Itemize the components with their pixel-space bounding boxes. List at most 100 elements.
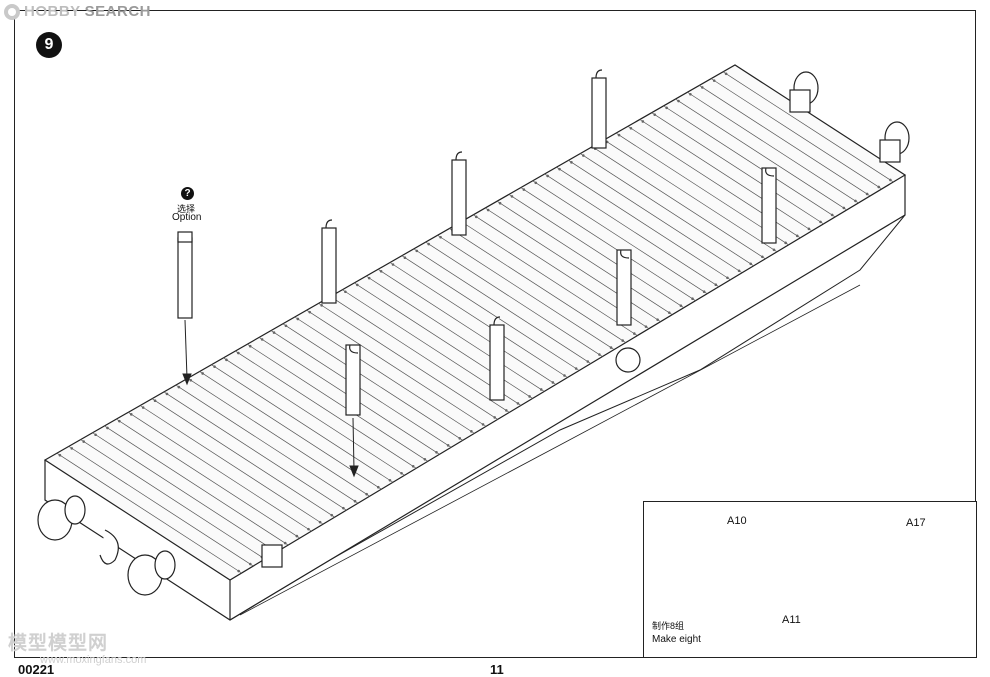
deck-rivet (458, 437, 462, 440)
deck-plank-line (247, 343, 429, 462)
deck-rivet (106, 426, 109, 430)
deck-plank-line (306, 309, 487, 427)
deck-rivet (388, 478, 392, 482)
deck-plank-line (235, 350, 417, 469)
stake-3 (591, 69, 607, 149)
deck-rivet (819, 220, 822, 224)
deck-rivet (439, 235, 442, 239)
option-badge: ? (181, 187, 194, 200)
deck-rivet (714, 283, 718, 287)
deck-rivets (58, 72, 892, 573)
deck-rivet (522, 188, 526, 191)
deck-plank-line (651, 112, 824, 225)
deck-plank-line (699, 85, 871, 197)
deck-rivet (677, 99, 680, 103)
deck-rivet (653, 113, 657, 116)
step-number-badge: 9 (36, 32, 62, 58)
deck-rivet (854, 199, 857, 203)
deck-rivet (423, 457, 427, 461)
deck-plank-line (175, 384, 359, 504)
deck-rivet (574, 367, 578, 370)
deck-plank-line (508, 194, 685, 308)
deck-rivet (865, 192, 869, 196)
deck-planks (56, 71, 894, 574)
deck-rivet (94, 433, 97, 437)
part-label-a11: A11 (782, 614, 801, 626)
hazard-plate (261, 544, 283, 568)
deck-plank-line (639, 119, 813, 232)
deck-rivet (842, 206, 846, 210)
deck-rivet (283, 541, 287, 545)
deck-plank-line (139, 405, 324, 525)
deck-plank-line (56, 452, 242, 574)
deck-rivet (470, 430, 473, 433)
deck-plank-line (294, 316, 475, 434)
stake-2 (451, 151, 467, 236)
part-label-a10: A10 (727, 515, 747, 527)
watermark-text: 模型模型网 (8, 633, 109, 654)
deck-plank-line (532, 180, 708, 295)
deck-rivet (356, 283, 359, 287)
logo-icon (4, 3, 20, 20)
deck-plank-line (377, 269, 557, 385)
deck-rivet (498, 201, 502, 205)
deck-rivet (795, 234, 799, 238)
deck-plank-line (401, 255, 580, 371)
deck-rivet (201, 372, 204, 375)
deck-rivet (260, 338, 264, 341)
deck-plank-line (520, 187, 696, 301)
deck-rivet (248, 344, 252, 348)
deck-rivet (679, 304, 683, 307)
deck-rivet (629, 126, 633, 130)
deck-plank-line (461, 221, 638, 336)
logo-text-search: SEARCH (84, 3, 152, 20)
deck-rivet (177, 385, 181, 389)
deck-rivet (165, 392, 169, 396)
deck-rivet (189, 378, 193, 382)
deck-rivet (118, 419, 121, 423)
deck-rivet (272, 331, 276, 334)
deck-rivet (609, 346, 613, 349)
center-emblem (615, 347, 641, 373)
stake-1 (321, 219, 337, 304)
deck-rivet (237, 351, 240, 355)
deck-rivet (400, 471, 403, 475)
deck-rivet (486, 208, 490, 212)
option-insert-arrow (184, 319, 188, 379)
deck-rivet (749, 262, 753, 266)
deck-rivet (641, 120, 645, 123)
deck-plank-line (223, 357, 405, 476)
deck-plank-line (80, 439, 266, 560)
stake-6 (616, 249, 632, 326)
part-label-a17: A17 (906, 517, 926, 529)
deck-rivet (295, 534, 299, 538)
deck-rivet (493, 416, 496, 419)
kit-code: 00221 (18, 662, 55, 677)
deck-rivet (516, 402, 520, 405)
site-logo: HOBBY SEARCH (4, 3, 151, 20)
deck-rivet (318, 520, 322, 524)
deck-rivet (712, 79, 716, 82)
deck-rivet (546, 174, 549, 178)
option-label-en: Option (172, 212, 202, 223)
deck-rivet (391, 263, 395, 266)
deck-rivet (726, 276, 729, 280)
deck-plank-line (366, 275, 545, 392)
deck-plank-line (413, 248, 591, 364)
deck-rivet (761, 255, 764, 259)
deck-rivet (582, 154, 585, 157)
deck-rivet (689, 92, 692, 96)
deck-rivet (308, 310, 312, 314)
deck-rivet (889, 178, 892, 182)
deck-rivet (353, 499, 357, 503)
deck-plank-line (187, 377, 370, 497)
deck-plank-line (282, 323, 463, 441)
stake-5 (489, 316, 505, 401)
deck-plank-line (663, 105, 836, 218)
deck-rivet (307, 527, 310, 531)
deck-rivet (665, 106, 668, 110)
deck-rivet (784, 241, 787, 245)
deck-rivet (830, 213, 834, 217)
deck-rivet (633, 332, 636, 335)
deck-rivet (702, 290, 706, 294)
